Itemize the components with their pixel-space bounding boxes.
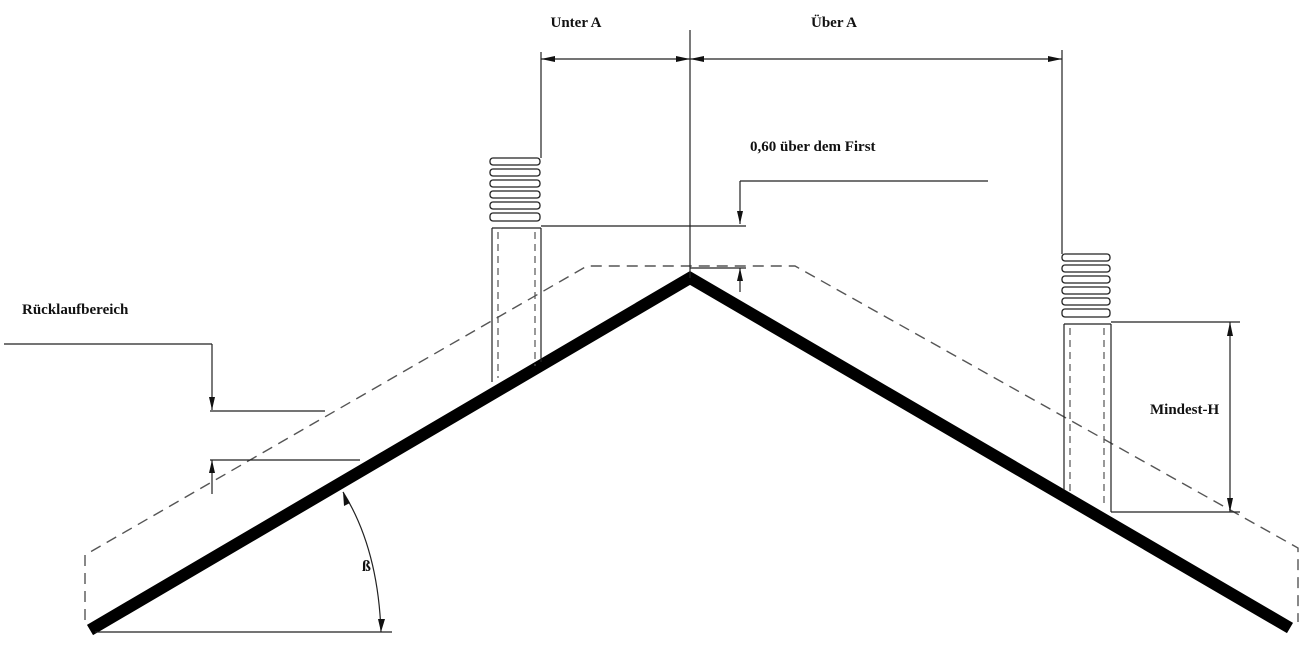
angle-beta-marker (95, 491, 392, 633)
dimension-unter-a (540, 30, 691, 278)
label-first-note: 0,60 über dem First (750, 139, 876, 155)
label-mindest-h: Mindest-H (1150, 402, 1219, 418)
label-ueber-a: Über A (811, 14, 857, 31)
right-chimney (1061, 253, 1112, 512)
label-angle-beta: ß (362, 558, 371, 575)
label-ruecklauf: Rücklaufbereich (22, 302, 129, 318)
mindest-h-dimension (1111, 321, 1240, 513)
first-height-leader (541, 180, 988, 292)
left-chimney (489, 157, 542, 382)
label-unter-a: Unter A (551, 15, 602, 31)
dimension-ueber-a (690, 50, 1063, 254)
roof-line (86, 271, 1294, 636)
ruecklauf-leader (4, 343, 360, 494)
ruecklauf-zone-outline (84, 265, 1299, 622)
